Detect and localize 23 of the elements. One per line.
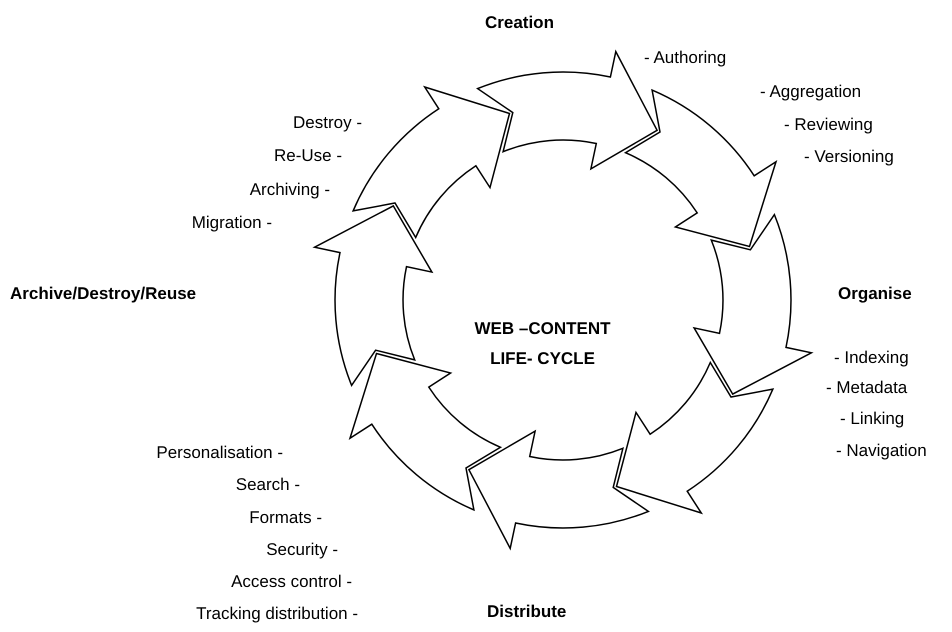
task-label: - Linking [840,409,904,429]
task-label: Tracking distribution - [196,604,358,624]
stage-label: Distribute [487,602,566,622]
task-label: Archiving - [250,180,330,200]
task-label: Search - [236,475,300,495]
task-label: - Indexing [834,348,909,368]
task-label: - Aggregation [760,82,862,102]
task-label: - Metadata [826,378,908,398]
diagram-title: WEB –CONTENT LIFE- CYCLE [474,318,612,370]
task-label: - Authoring [644,48,726,68]
task-label: - Versioning [804,147,894,167]
task-label: Access control - [231,572,352,592]
stage-label: Organise [838,284,912,304]
task-label: Security - [266,540,338,560]
task-label: Personalisation - [156,443,283,463]
task-label: Re-Use - [274,146,342,166]
stage-label: Creation [485,13,554,33]
stage-label: Archive/Destroy/Reuse [10,284,196,304]
task-label: - Navigation [836,441,927,461]
task-label: - Reviewing [784,115,873,135]
task-label: Migration - [192,213,272,233]
task-label: Destroy - [293,113,362,133]
task-label: Formats - [249,508,322,528]
